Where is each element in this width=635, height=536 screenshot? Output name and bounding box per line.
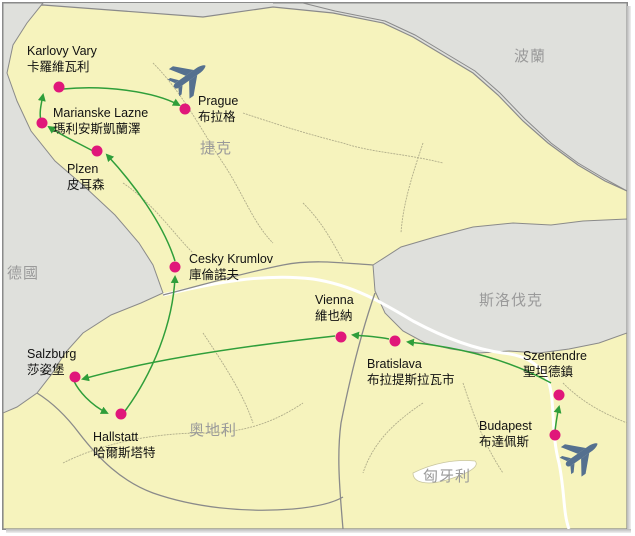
slovakia-region bbox=[372, 218, 627, 354]
city-name-zh: 莎姿堡 bbox=[27, 362, 65, 377]
plane-icon-prague bbox=[167, 65, 206, 99]
city-name-en: Bratislava bbox=[367, 357, 422, 371]
germany-region bbox=[3, 3, 164, 414]
frame-shadow-bottom bbox=[6, 529, 631, 533]
city-name-en: Cesky Krumlov bbox=[189, 252, 274, 266]
dot-budapest bbox=[549, 429, 561, 441]
country-label-germany: 德國 bbox=[7, 264, 40, 282]
country-label-hungary: 匈牙利 bbox=[423, 467, 472, 485]
city-name-en: Vienna bbox=[315, 293, 354, 307]
city-name-en: Budapest bbox=[479, 419, 532, 433]
city-name-zh: 卡羅維瓦利 bbox=[27, 59, 90, 74]
city-label-prague: Prague 布拉格 bbox=[198, 94, 238, 124]
city-label-hallstatt: Hallstatt 哈爾斯塔特 bbox=[93, 430, 156, 460]
dot-bratislava bbox=[389, 335, 401, 347]
city-name-en: Hallstatt bbox=[93, 430, 139, 444]
route-vienna-salzburg bbox=[81, 335, 336, 382]
city-name-zh: 庫倫諾夫 bbox=[189, 267, 240, 282]
city-label-marianske-lazne: Marianske Lazne 瑪利安斯凱蘭澤 bbox=[53, 106, 148, 136]
city-name-en: Plzen bbox=[67, 162, 99, 176]
dot-marianske-lazne bbox=[36, 117, 48, 129]
city-dots bbox=[36, 81, 565, 441]
city-name-en: Salzburg bbox=[27, 347, 77, 361]
route-szentendre-bratislava bbox=[406, 338, 552, 384]
city-name-zh: 皮耳森 bbox=[67, 177, 105, 192]
city-name-zh: 哈爾斯塔特 bbox=[93, 445, 156, 460]
country-borders bbox=[36, 261, 376, 529]
city-label-szentendre: Szentendre 聖坦德鎮 bbox=[523, 349, 587, 379]
dot-salzburg bbox=[69, 371, 81, 383]
route-bratislava-vienna bbox=[351, 331, 390, 340]
country-label-slovakia: 斯洛伐克 bbox=[479, 291, 544, 309]
region-borders bbox=[62, 62, 627, 474]
city-name-zh: 維也納 bbox=[315, 308, 353, 323]
country-label-austria: 奧地利 bbox=[189, 421, 238, 439]
route-cesky-plzen bbox=[105, 153, 176, 262]
dot-szentendre bbox=[553, 389, 565, 401]
dot-karlovy-vary bbox=[53, 81, 65, 93]
map-canvas bbox=[3, 3, 627, 529]
dot-plzen bbox=[91, 145, 103, 157]
city-label-salzburg: Salzburg 莎姿堡 bbox=[27, 347, 76, 377]
route-map: 波蘭 捷克 德國 斯洛伐克 奧地利 匈牙利 Karlovy Vary 卡羅維瓦利… bbox=[2, 2, 628, 530]
city-label-budapest: Budapest 布達佩斯 bbox=[479, 419, 532, 449]
city-label-bratislava: Bratislava 布拉提斯拉瓦市 bbox=[367, 357, 455, 387]
city-name-zh: 布拉提斯拉瓦市 bbox=[367, 372, 455, 387]
lake-balaton bbox=[412, 460, 477, 484]
city-label-vienna: Vienna 維也納 bbox=[315, 293, 354, 323]
route-plzen-marianske bbox=[47, 125, 94, 152]
danube-river bbox=[162, 275, 571, 529]
frame-shadow-right bbox=[627, 6, 631, 532]
city-name-en: Szentendre bbox=[523, 349, 587, 363]
dot-prague bbox=[179, 103, 191, 115]
city-name-zh: 布拉格 bbox=[198, 109, 236, 124]
city-name-zh: 瑪利安斯凱蘭澤 bbox=[53, 121, 141, 136]
land-region bbox=[3, 4, 627, 529]
city-name-zh: 聖坦德鎮 bbox=[523, 364, 574, 379]
route-hallstatt-cesky bbox=[124, 275, 179, 412]
city-label-cesky-krumlov: Cesky Krumlov 庫倫諾夫 bbox=[189, 252, 273, 282]
dot-vienna bbox=[335, 331, 347, 343]
plane-icon-budapest bbox=[559, 443, 598, 477]
city-label-plzen: Plzen 皮耳森 bbox=[67, 162, 105, 192]
city-name-en: Prague bbox=[198, 94, 239, 108]
dot-cesky-krumlov bbox=[169, 261, 181, 273]
country-label-poland: 波蘭 bbox=[514, 47, 547, 65]
route-budapest-szentendre bbox=[553, 405, 562, 432]
city-name-en: Karlovy Vary bbox=[27, 44, 97, 58]
poland-region bbox=[273, 3, 627, 192]
city-name-en: Marianske Lazne bbox=[53, 106, 149, 120]
dot-hallstatt bbox=[115, 408, 127, 420]
city-name-zh: 布達佩斯 bbox=[479, 434, 530, 449]
country-label-czech: 捷克 bbox=[200, 139, 233, 157]
route-karlovy-prague bbox=[62, 87, 181, 106]
city-label-karlovy-vary: Karlovy Vary 卡羅維瓦利 bbox=[27, 44, 97, 74]
